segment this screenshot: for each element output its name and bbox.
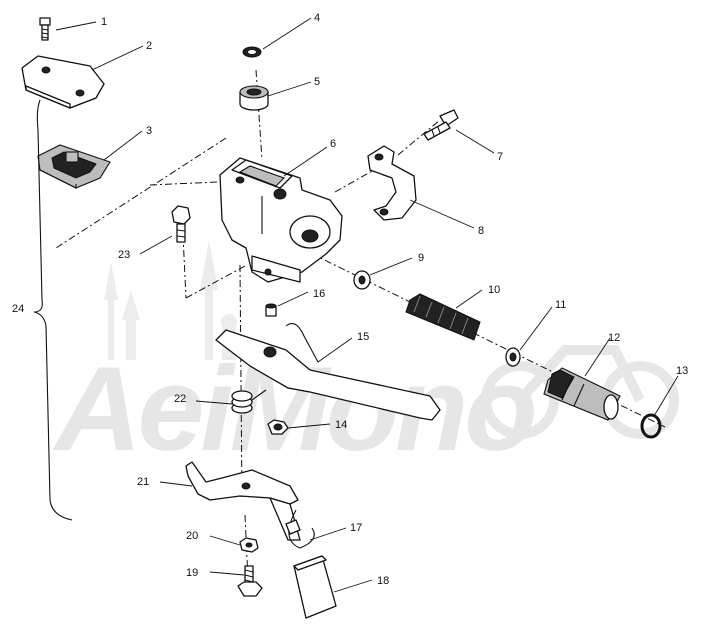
part-14-nut [267, 419, 289, 435]
callout-13: 13 [676, 365, 688, 377]
callout-4: 4 [314, 12, 320, 24]
callout-19: 19 [186, 567, 198, 579]
callout-15: 15 [357, 331, 369, 343]
callout-20: 20 [186, 530, 198, 542]
part-16-pin [265, 303, 277, 317]
callout-11: 11 [555, 299, 566, 311]
callout-18: 18 [377, 575, 389, 587]
part-22-spring [231, 389, 267, 414]
part-15-brake-lever [215, 323, 441, 421]
part-23-bolt [171, 205, 191, 243]
callout-16: 16 [313, 288, 325, 300]
leader-lines [55, 17, 679, 593]
part-20-nut [239, 537, 259, 553]
callout-14: 14 [335, 419, 347, 431]
part-2-reservoir-cover [21, 55, 105, 109]
part-3-diaphragm [37, 144, 111, 189]
callout-3: 3 [146, 125, 152, 137]
part-5-bushing [239, 85, 269, 111]
axis-lines [55, 69, 666, 581]
callout-12: 12 [608, 332, 620, 344]
callout-6: 6 [330, 138, 336, 150]
part-8-clamp [367, 145, 417, 221]
part-6-master-cylinder [219, 157, 343, 283]
part-24-brace [33, 99, 73, 521]
callout-23: 23 [118, 249, 130, 261]
part-1-screw [39, 17, 51, 41]
part-7-bolt [423, 109, 459, 141]
part-13-circlip [640, 413, 662, 439]
part-19-bolt [237, 565, 263, 597]
part-11-washer [505, 347, 521, 367]
callout-9: 9 [418, 252, 424, 264]
callout-labels: 1 2 3 4 5 6 7 8 9 10 11 12 13 14 15 16 1… [12, 12, 688, 587]
callout-17: 17 [350, 522, 362, 534]
part-12-piston [543, 367, 621, 421]
callout-2: 2 [146, 40, 152, 52]
callout-8: 8 [478, 225, 484, 237]
callout-1: 1 [101, 16, 107, 28]
part-10-boot [405, 293, 481, 341]
callout-21: 21 [137, 476, 149, 488]
part-17-wire [285, 509, 315, 549]
callout-22: 22 [174, 393, 186, 405]
callout-24: 24 [12, 303, 24, 315]
part-18-switch [293, 555, 337, 619]
part-9-washer [353, 270, 371, 290]
callout-10: 10 [488, 284, 500, 296]
part-4-washer [242, 46, 262, 58]
callout-5: 5 [314, 76, 320, 88]
callout-7: 7 [497, 151, 503, 163]
